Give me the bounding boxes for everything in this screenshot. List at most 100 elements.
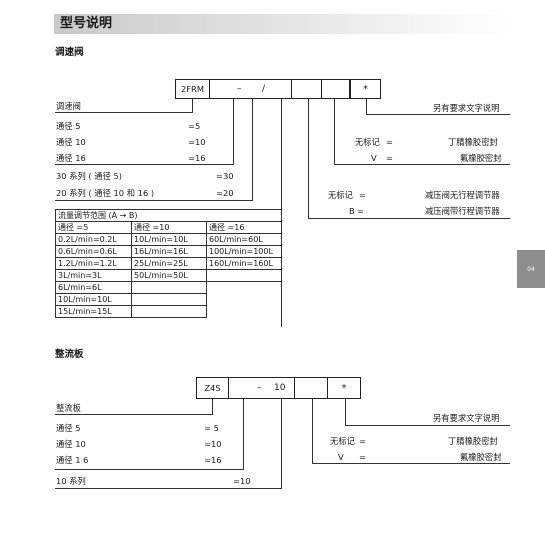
valve-option-key: B <box>349 206 355 216</box>
leader-valve-extra-v <box>366 99 367 115</box>
valve-item-value: =16 <box>188 153 206 163</box>
page-title: 型号说明 <box>60 16 113 31</box>
valve-option-label: 减压阀无行程调节器 <box>425 190 500 200</box>
flow-table-cell: 1.2L/min=1.2L <box>55 257 132 270</box>
valve-item-label: 通径 16 <box>56 153 86 163</box>
valve-seal-sep: = <box>386 153 393 163</box>
flow-table-cell: 15L/min=15L <box>55 305 132 318</box>
leader-rect-extra-v <box>345 399 346 426</box>
leader-valve-size-v <box>233 99 234 165</box>
flow-table-cell: 25L/min=25L <box>131 257 207 270</box>
code-box-seal <box>321 79 350 99</box>
valve-item-label: 通径 5 <box>56 121 81 131</box>
leader-rect-series-v <box>281 399 282 489</box>
rect-item-label: 通径 1 6 <box>56 455 89 465</box>
rect-series-value: =10 <box>233 476 251 486</box>
flow-table-cell: 50L/min=50L <box>131 269 207 282</box>
rect-seal-sep: = <box>359 452 366 462</box>
flow-table-row: 10L/min=10L <box>55 293 282 306</box>
flow-table-cell <box>131 293 207 306</box>
rect-item-label: 通径 10 <box>56 439 86 449</box>
rect-code-series: 10 <box>274 383 286 393</box>
rect-seal-label: 丁腈橡胶密封 <box>448 436 498 446</box>
valve-seal-sep: = <box>386 137 393 147</box>
valve-option-sep: = <box>359 190 366 200</box>
section-heading-valve: 调速阀 <box>55 47 84 58</box>
leader-rect-type-v <box>212 399 213 415</box>
leader-valve-option-v <box>308 99 309 219</box>
rect-item-value: =10 <box>204 439 222 449</box>
flow-table-cell: 6L/min=6L <box>55 281 132 294</box>
leader-rect-series <box>55 488 281 489</box>
valve-seal-label: 氟橡胶密封 <box>460 153 502 163</box>
valve-seal-label: 丁腈橡胶密封 <box>448 137 498 147</box>
leader-valve-option <box>308 218 510 219</box>
flow-table-cell <box>131 281 207 294</box>
flow-table-cell <box>131 305 207 318</box>
flow-table-header: 通径 =16 <box>206 221 282 234</box>
flow-table-cell: 3L/min=3L <box>55 269 132 282</box>
valve-item-value: =5 <box>188 121 201 131</box>
leader-rect-seal-v <box>312 399 313 464</box>
leader-rect-seal <box>312 463 510 464</box>
valve-seal-key: V <box>371 153 377 163</box>
leader-valve-type-v <box>192 99 193 113</box>
rect-seal-key: V <box>338 452 344 462</box>
rect-code-box-star: * <box>327 377 361 399</box>
valve-series-value: =30 <box>216 171 234 181</box>
leader-valve-extra <box>366 114 510 115</box>
flow-table-cell <box>206 269 282 282</box>
leader-rect-type <box>55 414 212 415</box>
valve-series-label: 30 系列 ( 通径 5) <box>56 171 123 181</box>
valve-item-value: =10 <box>188 137 206 147</box>
flow-table-cell <box>206 281 282 294</box>
leader-valve-seal-v <box>334 99 335 164</box>
code-slash: / <box>262 84 266 94</box>
leader-valve-flow-v <box>281 99 282 327</box>
code-box-prefix: 2FRM <box>175 79 210 99</box>
rect-code-box-seal <box>294 377 328 399</box>
flow-table-cell <box>206 293 282 306</box>
flow-table-cell: 160L/min=160L <box>206 257 282 270</box>
page-tab: 04 <box>517 250 545 288</box>
rect-item-value: = 5 <box>204 423 219 433</box>
leader-rect-size-v <box>243 399 244 470</box>
flow-table-cell: 16L/min=16L <box>131 245 207 258</box>
valve-option-sep: = <box>357 206 364 216</box>
valve-series-value: =20 <box>216 188 234 198</box>
section-heading-rectifier: 整流板 <box>55 349 84 360</box>
rect-code-dash: – <box>257 383 262 393</box>
leader-rect-size <box>55 469 243 470</box>
code-box-size <box>209 79 292 99</box>
valve-seal-key: 无标记 <box>355 137 380 147</box>
flow-table-cell: 0.6L/min=0.6L <box>55 245 132 258</box>
flow-table-row: 15L/min=15L <box>55 305 282 318</box>
code-box-option <box>291 79 322 99</box>
valve-option-key: 无标记 <box>328 190 353 200</box>
leader-valve-size <box>55 164 233 165</box>
leader-rect-extra <box>345 425 510 426</box>
valve-series-label: 20 系列 ( 通径 10 和 16 ) <box>56 188 155 198</box>
code-box-star: * <box>350 79 381 99</box>
rect-seal-key: 无标记 <box>330 436 355 446</box>
leader-valve-series <box>55 200 253 201</box>
rect-item-value: =16 <box>204 455 222 465</box>
flow-table-cell: 100L/min=100L <box>206 245 282 258</box>
leader-valve-series-v <box>252 99 253 201</box>
rect-code-box-prefix: Z4S <box>196 377 229 399</box>
flow-table-cell: 10L/min=10L <box>55 293 132 306</box>
flow-table: 流量调节范围 (A → B) 通径 =5 通径 =10 通径 =16 0.2L/… <box>55 209 282 318</box>
rect-item-label: 通径 5 <box>56 423 81 433</box>
rect-code-box-size <box>228 377 295 399</box>
flow-table-cell: 0.2L/min=0.2L <box>55 233 132 246</box>
valve-item-label: 通径 10 <box>56 137 86 147</box>
leader-valve-type <box>55 112 193 113</box>
valve-item-label: 调速阀 <box>56 101 81 111</box>
flow-table-cell: 10L/min=10L <box>131 233 207 246</box>
flow-table-header: 通径 =10 <box>131 221 207 234</box>
flow-table-cell: 60L/min=60L <box>206 233 282 246</box>
